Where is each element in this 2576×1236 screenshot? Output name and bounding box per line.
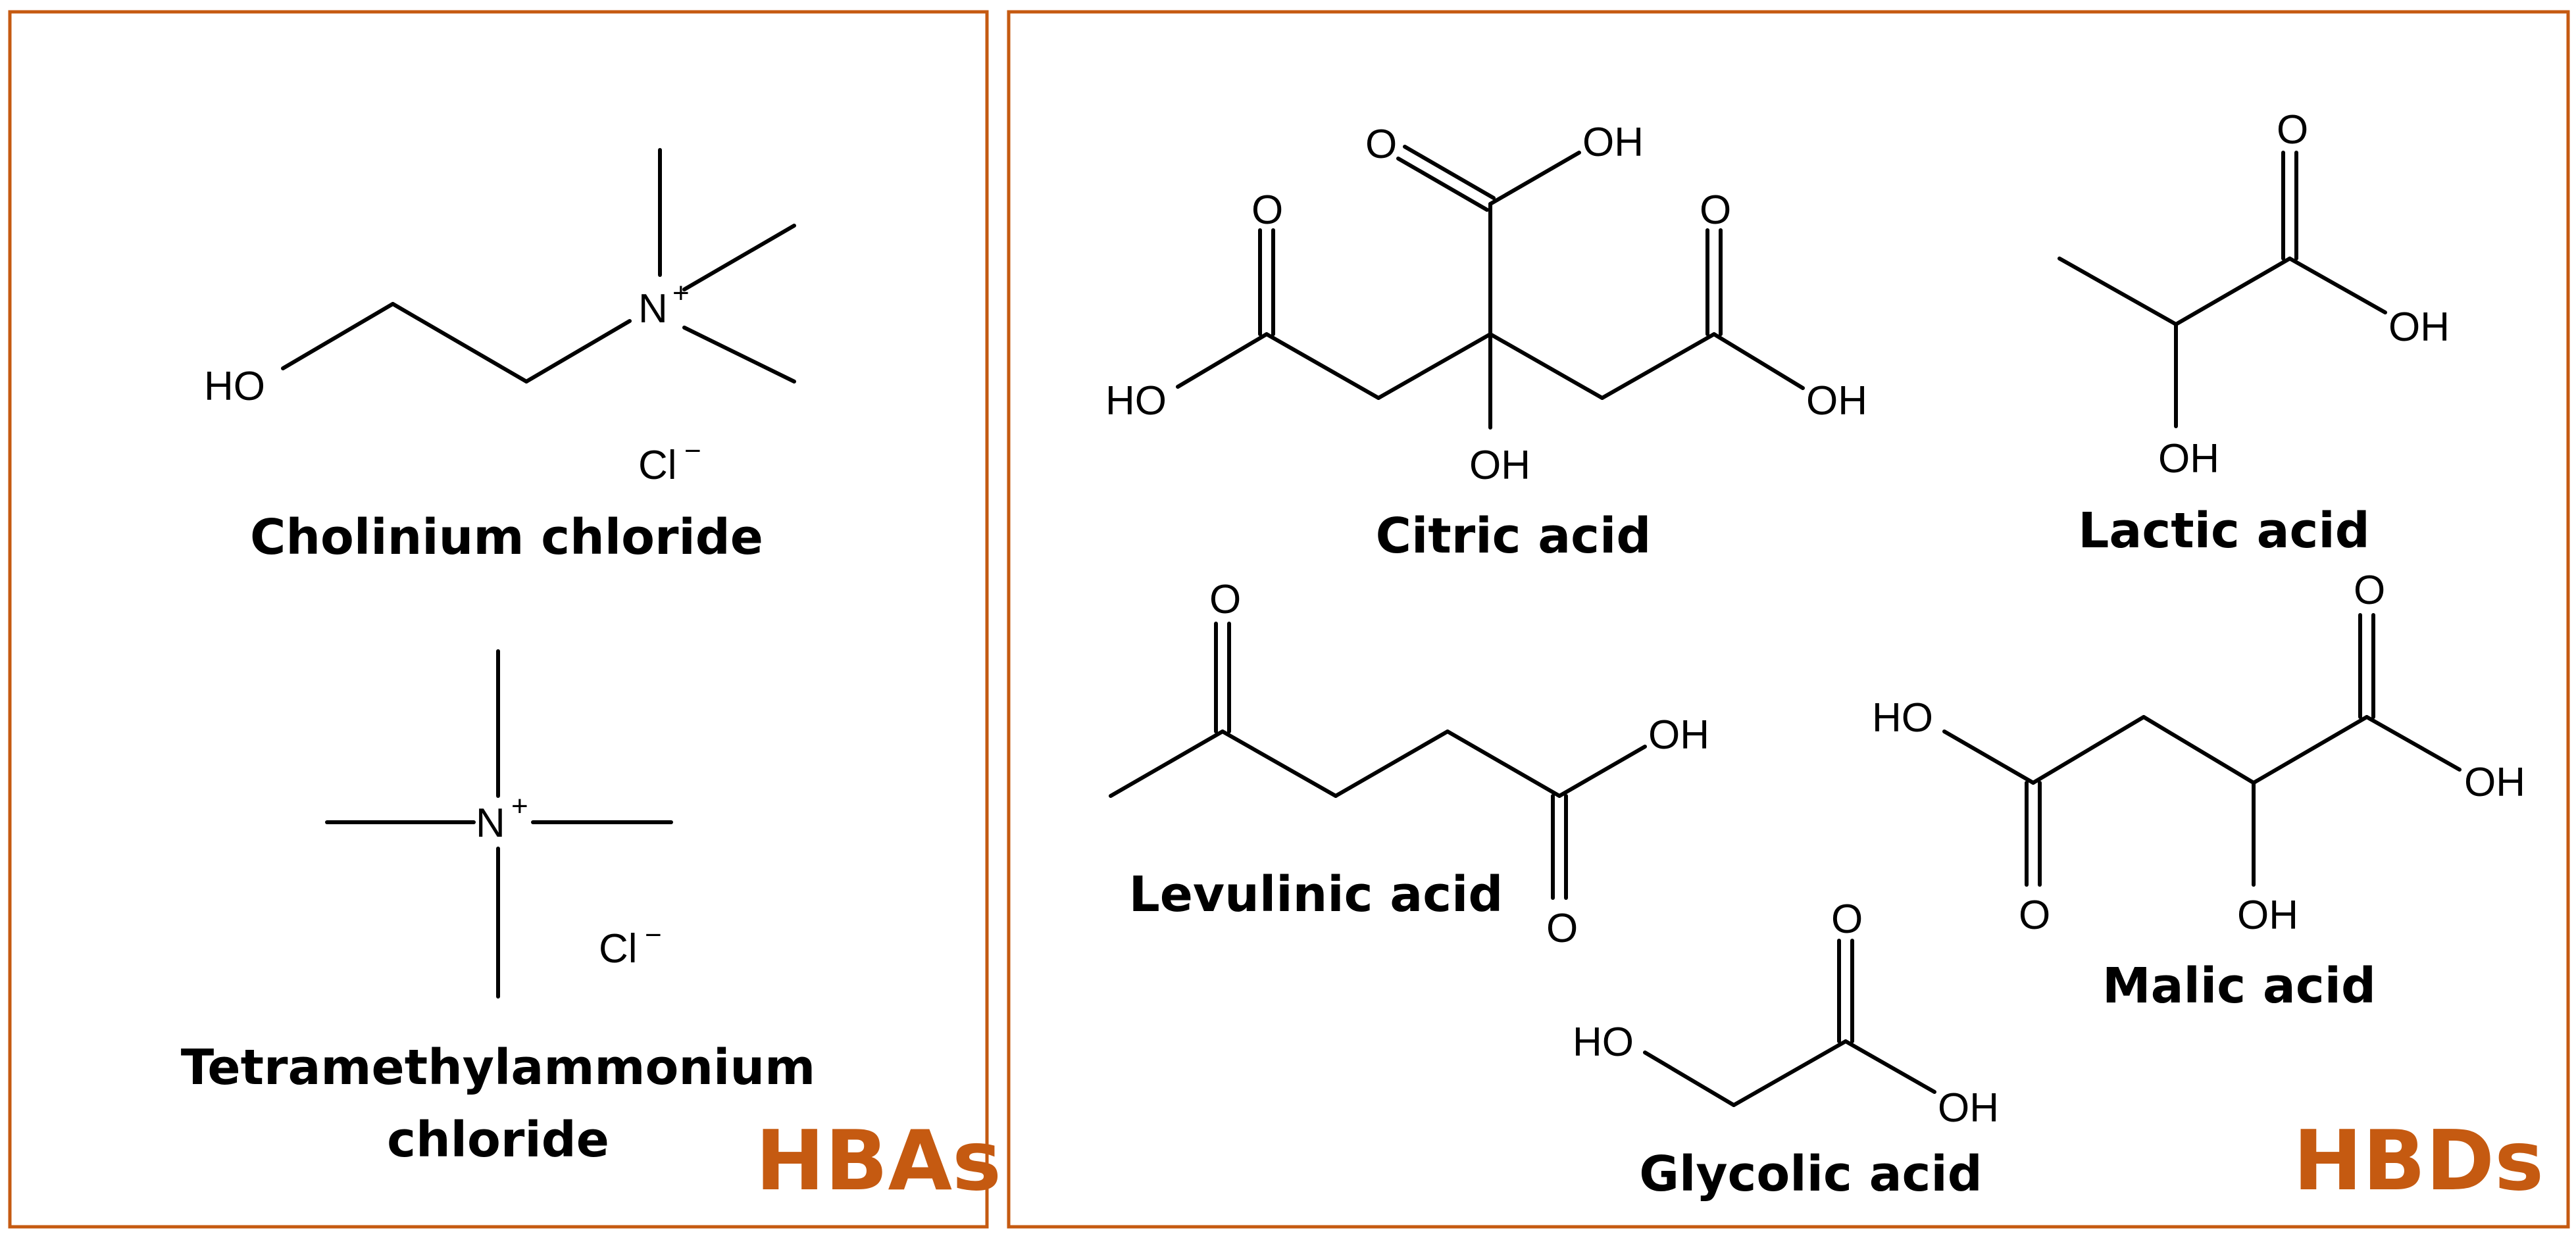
bond xyxy=(1844,1039,1936,1094)
atom-ho: HO xyxy=(1872,695,1933,741)
bond xyxy=(1732,1039,1848,1107)
hbd-panel-title: HBDs xyxy=(2293,1112,2544,1209)
atom-oh: OH xyxy=(1938,1085,1999,1131)
charge-plus: + xyxy=(511,790,528,822)
atom-o: O xyxy=(1209,577,1241,622)
hbd-panel: O OH O HO O OH OH Citric acid O OH OH La… xyxy=(1007,10,2570,1229)
atom-o: O xyxy=(1700,187,1731,233)
compound-name-tetramethylammonium-line2: chloride xyxy=(387,1112,609,1168)
hba-panel: HO N + Cl − Cholinium chloride N + Cl − … xyxy=(8,10,1001,1229)
bond xyxy=(2174,257,2292,326)
atom-ho: HO xyxy=(1105,378,1167,424)
atom-oh: OH xyxy=(1469,443,1530,488)
bond xyxy=(682,326,796,383)
atom-oh: OH xyxy=(2388,305,2450,350)
atom-o: O xyxy=(1546,906,1578,951)
tetramethylammonium-chloride-structure: N + Cl − xyxy=(325,649,673,999)
bond xyxy=(1488,151,1581,206)
compound-name-lactic-acid: Lactic acid xyxy=(2078,503,2369,559)
bond xyxy=(1643,1051,1736,1107)
bond xyxy=(1446,729,1561,798)
bond xyxy=(682,224,796,291)
atom-o: O xyxy=(1831,897,1863,942)
atom-oh: OH xyxy=(1648,712,1709,758)
hbd-panel-frame xyxy=(1007,10,2570,1229)
bond xyxy=(1488,332,1604,400)
bond xyxy=(391,302,528,383)
charge-minus: − xyxy=(684,435,701,467)
bond xyxy=(524,319,632,383)
charge-minus: − xyxy=(645,919,662,951)
bond xyxy=(1396,157,1489,212)
atom-oh: OH xyxy=(2237,893,2298,938)
bond xyxy=(1109,729,1225,798)
compound-name-malic-acid: Malic acid xyxy=(2102,958,2376,1014)
bond xyxy=(1712,332,1805,390)
bond xyxy=(1221,729,1338,798)
bond xyxy=(2252,715,2369,785)
bond xyxy=(281,302,395,370)
atom-hydroxyl: HO xyxy=(204,364,265,409)
charge-plus: + xyxy=(672,277,690,309)
bond xyxy=(2031,715,2146,785)
atom-o: O xyxy=(1365,122,1397,167)
atom-o: O xyxy=(2354,568,2385,613)
atom-oh: OH xyxy=(1806,378,1867,424)
bond xyxy=(2142,715,2256,785)
bond xyxy=(2365,715,2462,772)
cholinium-chloride-structure: HO N + Cl − xyxy=(204,148,796,488)
atom-oh: OH xyxy=(1582,120,1644,165)
hba-panel-frame xyxy=(8,10,989,1229)
atom-oh: OH xyxy=(2158,436,2219,482)
bond xyxy=(1403,145,1496,200)
atom-o: O xyxy=(2019,893,2050,938)
atom-ho: HO xyxy=(1573,1020,1634,1065)
compound-name-glycolic-acid: Glycolic acid xyxy=(1639,1146,1983,1202)
hba-panel-title: HBAs xyxy=(755,1112,1001,1209)
malic-acid-structure: HO O O OH OH xyxy=(1872,568,2525,938)
compound-name-citric-acid: Citric acid xyxy=(1376,508,1652,564)
levulinic-acid-structure: O OH O xyxy=(1109,577,1709,951)
atom-o: O xyxy=(2277,107,2308,153)
atom-oh: OH xyxy=(2464,760,2525,805)
bond xyxy=(1600,332,1716,400)
bond xyxy=(1376,332,1492,400)
bond xyxy=(2058,257,2178,326)
compound-name-tetramethylammonium-line1: Tetramethylammonium xyxy=(181,1039,815,1096)
atom-nitrogen: N xyxy=(638,286,668,332)
bond xyxy=(2288,257,2387,314)
bond xyxy=(1942,729,2035,785)
lactic-acid-structure: O OH OH xyxy=(2058,107,2450,482)
atom-nitrogen: N xyxy=(476,801,505,846)
bond xyxy=(1176,332,1269,389)
compound-name-levulinic-acid: Levulinic acid xyxy=(1129,866,1503,923)
bond xyxy=(1557,745,1647,798)
glycolic-acid-structure: HO O OH xyxy=(1573,897,1999,1131)
compound-name-cholinium-chloride: Cholinium chloride xyxy=(250,509,763,566)
citric-acid-structure: O OH O HO O OH OH xyxy=(1105,120,1867,488)
atom-chloride: Cl xyxy=(638,443,677,488)
atom-chloride: Cl xyxy=(599,926,638,972)
bond xyxy=(1265,332,1380,400)
bond xyxy=(1334,729,1450,798)
atom-o: O xyxy=(1251,187,1283,233)
